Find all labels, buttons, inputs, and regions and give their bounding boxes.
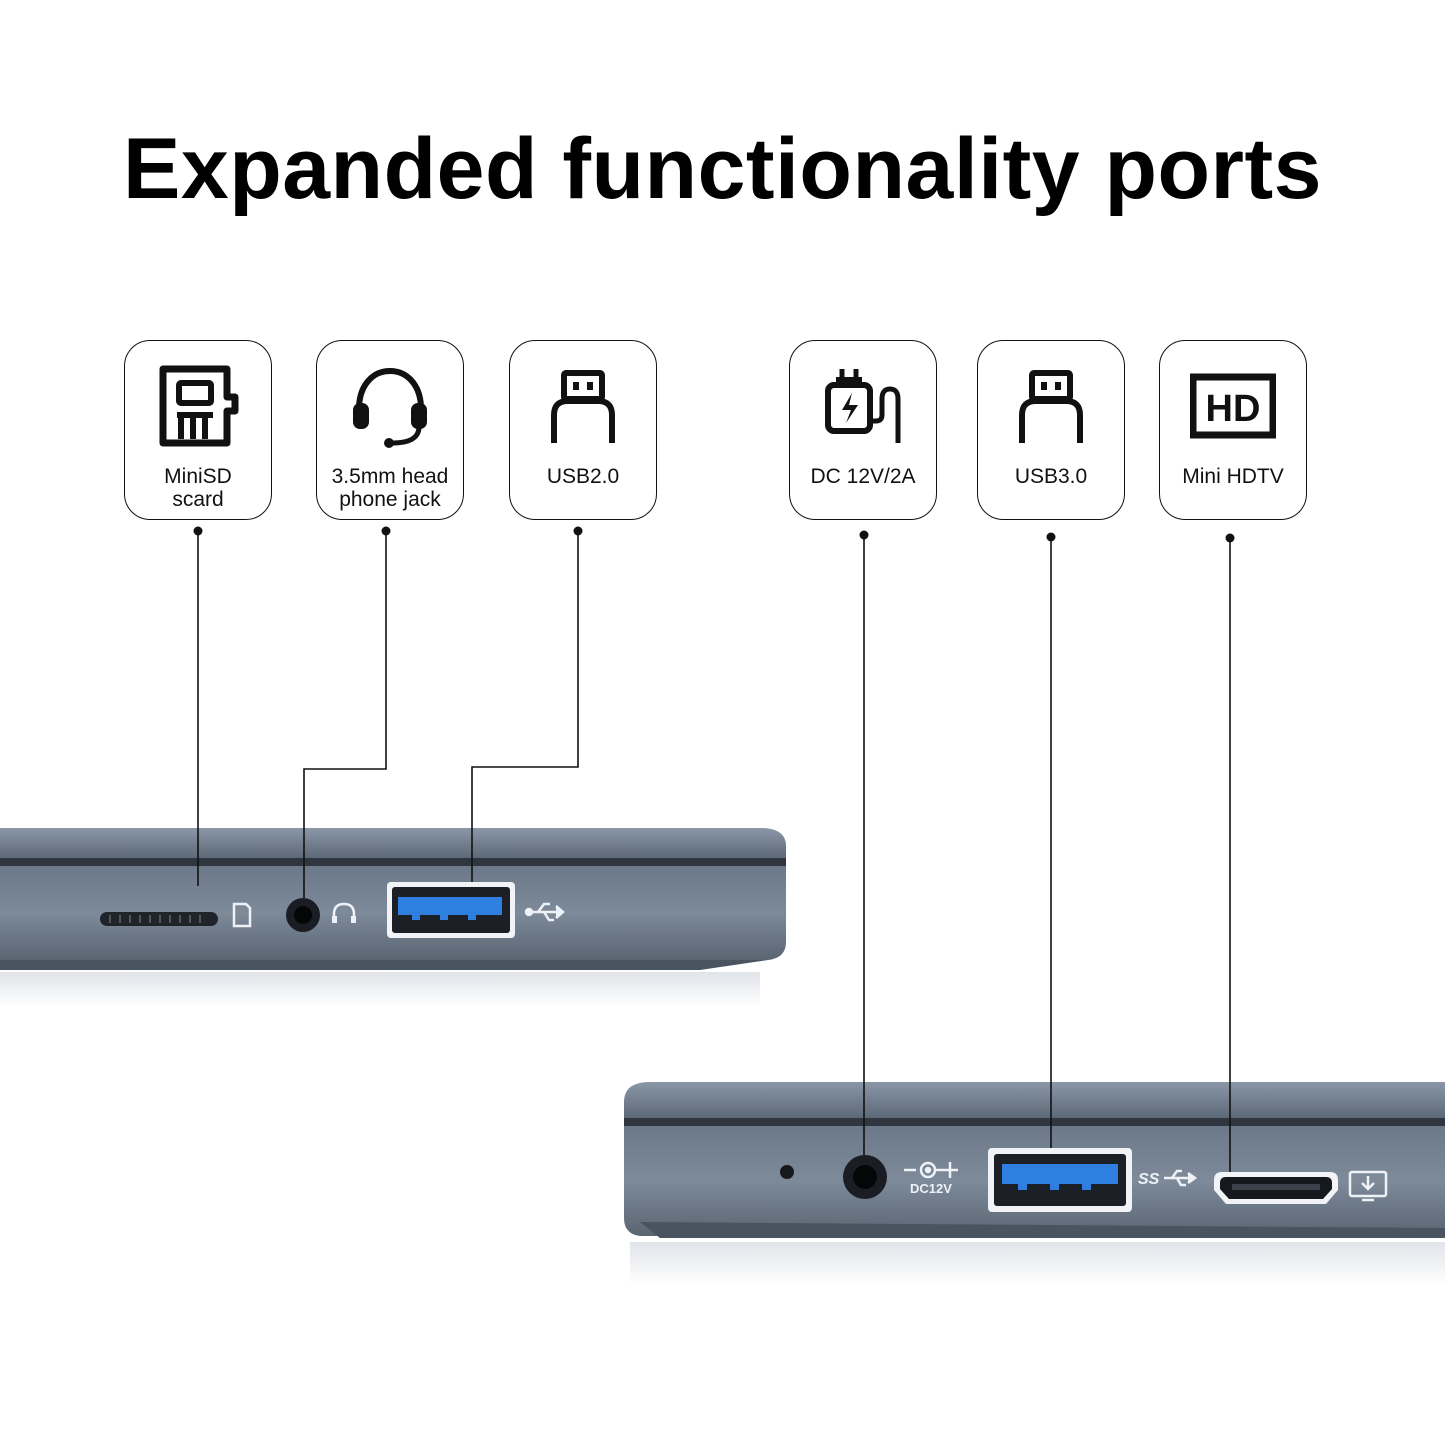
headset-icon <box>317 363 463 449</box>
page-title: Expanded functionality ports <box>123 121 1322 217</box>
port-label: USB2.0 <box>510 465 656 488</box>
usb-symbol-icon <box>1164 1169 1198 1187</box>
leader-line-headphone <box>303 531 387 898</box>
leader-dot <box>193 526 203 536</box>
laptop-right: DC12V SS <box>624 1082 1445 1286</box>
port-card-hdtv: HD Mini HDTV <box>1159 340 1307 520</box>
leader-dot <box>573 526 583 536</box>
port-label: DC 12V/2A <box>790 465 936 488</box>
leader-line-usb2 <box>471 531 579 882</box>
leader-dot <box>1046 532 1056 542</box>
headphone-icon <box>332 902 356 920</box>
laptop-left <box>0 828 786 1008</box>
leader-dot <box>859 530 869 540</box>
port-label: USB3.0 <box>978 465 1124 488</box>
port-card-minisd: MiniSD scard <box>124 340 272 520</box>
port-card-usb2: USB2.0 <box>509 340 657 520</box>
hd-icon-text: HD <box>1206 388 1261 430</box>
port-label-line: USB2.0 <box>546 465 620 488</box>
port-label-line: MiniSD <box>164 465 232 488</box>
status-led <box>780 1165 794 1179</box>
usb-connector-icon <box>978 363 1124 449</box>
port-label-line: DC 12V/2A <box>810 465 916 488</box>
usb-symbol-icon <box>524 902 565 922</box>
display-output-icon <box>1348 1170 1388 1202</box>
port-label-line: phone jack <box>339 488 441 511</box>
usb-connector-icon <box>510 363 656 449</box>
port-label-line: 3.5mm head <box>331 465 449 488</box>
port-card-dc: DC 12V/2A <box>789 340 937 520</box>
port-label: MiniSD scard <box>125 465 271 511</box>
charger-plug-icon <box>790 363 936 449</box>
port-card-headphone: 3.5mm head phone jack <box>316 340 464 520</box>
port-label-line: Mini HDTV <box>1182 465 1284 488</box>
port-card-usb3: USB3.0 <box>977 340 1125 520</box>
dc-port-marking: DC12V <box>910 1181 952 1196</box>
port-label: Mini HDTV <box>1160 465 1306 488</box>
dc-polarity-icon <box>904 1161 958 1179</box>
usb3-marking: SS <box>1138 1171 1160 1188</box>
port-label-line: USB3.0 <box>1014 465 1088 488</box>
hd-icon: HD <box>1160 363 1306 449</box>
leader-dot <box>381 526 391 536</box>
port-label-line: scard <box>172 488 224 511</box>
sd-card-icon <box>125 363 271 449</box>
port-label: 3.5mm head phone jack <box>317 465 463 511</box>
leader-dot <box>1225 533 1235 543</box>
sd-card-icon <box>232 902 252 928</box>
